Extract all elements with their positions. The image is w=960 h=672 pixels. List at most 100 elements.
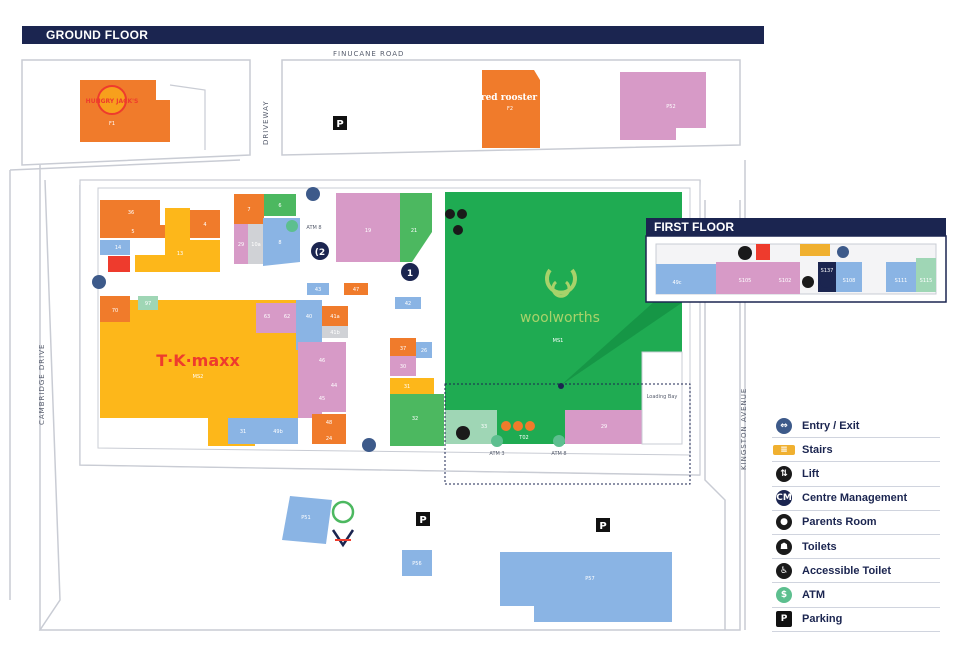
shop-70[interactable] — [100, 296, 130, 322]
shop-63[interactable] — [256, 303, 278, 333]
shop-41b[interactable] — [322, 326, 348, 338]
marker-1[interactable] — [401, 263, 419, 281]
shop-44[interactable] — [322, 378, 346, 392]
shop-31b[interactable] — [390, 378, 434, 394]
shop-31[interactable] — [228, 418, 258, 444]
parking-label-north: P — [336, 119, 343, 130]
shop-p56[interactable] — [402, 550, 432, 576]
shop-40[interactable] — [296, 300, 322, 350]
label-6: 6 — [278, 203, 281, 209]
label-19: 19 — [365, 228, 371, 234]
label-40: 40 — [306, 314, 312, 320]
shop-33[interactable] — [445, 410, 497, 444]
shop-21[interactable] — [400, 193, 432, 262]
label-p51: P51 — [301, 515, 310, 521]
shop-32[interactable] — [390, 394, 444, 446]
label-49b: 49b — [273, 429, 283, 435]
legend-label: Parking — [802, 613, 843, 626]
label-32: 32 — [412, 416, 418, 422]
legend-item-entry-exit: ⇔Entry / Exit — [772, 414, 940, 439]
parking-icon-south-1 — [416, 512, 430, 526]
road-cambridge: CAMBRIDGE DRIVE — [38, 344, 46, 425]
woolworths-dashed-area — [444, 383, 691, 485]
label-p57: P57 — [585, 576, 594, 582]
atm-icon-south — [491, 435, 503, 447]
ff-shop-s115[interactable] — [916, 258, 936, 292]
shop-42[interactable] — [395, 297, 421, 309]
lift-icon-map — [456, 426, 470, 440]
shop-7[interactable] — [234, 194, 264, 224]
label-atm-3: ATM 3 — [489, 451, 504, 457]
marker-2[interactable] — [311, 242, 329, 260]
label-atm-8: ATM 8 — [551, 451, 566, 457]
shop-49b[interactable] — [258, 418, 298, 444]
shop-5[interactable] — [100, 225, 165, 238]
toilets-icon: ☗ — [776, 538, 792, 555]
parents-room-icon-map — [453, 225, 463, 235]
label-30: 30 — [400, 364, 406, 370]
label-43: 43 — [315, 287, 321, 293]
legend-label: Entry / Exit — [802, 419, 860, 432]
shop-41a[interactable] — [322, 306, 348, 326]
shop-14[interactable] — [100, 240, 130, 255]
label-42: 42 — [405, 301, 411, 307]
label-5: 5 — [131, 229, 134, 235]
ff-label-s111: S111 — [895, 278, 908, 284]
shop-13[interactable] — [135, 208, 220, 272]
shop-62[interactable] — [278, 303, 296, 333]
atm-icon-center — [286, 220, 298, 232]
brand-hungry-jacks: HUNGRY JACK'S — [86, 98, 139, 105]
shop-24[interactable] — [312, 430, 346, 444]
shop-26[interactable] — [416, 342, 432, 358]
ff-shop-s111[interactable] — [886, 262, 916, 292]
label-loading-bay: Loading Bay — [647, 394, 678, 400]
shop-12[interactable] — [108, 256, 130, 272]
legend-item-stairs: ≡Stairs — [772, 438, 940, 463]
label-f2: F2 — [507, 106, 513, 112]
entry-icon-south — [362, 438, 376, 452]
shop-37[interactable] — [390, 338, 416, 358]
parents-room-icon: ● — [776, 514, 792, 531]
shop-woolworths[interactable] — [445, 192, 682, 410]
shop-red-rooster[interactable] — [482, 70, 540, 148]
eg-logo — [331, 500, 355, 548]
site-boundary-ne — [281, 59, 741, 156]
legend-item-lift: ⇅Lift — [772, 462, 940, 487]
toilets-icon-map — [457, 209, 467, 219]
ff-stairs[interactable] — [800, 244, 830, 256]
parking-label-south-1: P — [419, 515, 426, 526]
shop-29[interactable] — [234, 224, 248, 264]
ff-shop-s108[interactable] — [836, 262, 862, 292]
shop-36[interactable] — [100, 200, 160, 225]
shop-hungry-jacks[interactable] — [80, 80, 170, 142]
label-62: 62 — [284, 314, 290, 320]
legend-label: ATM — [802, 588, 826, 601]
shop-p52-north[interactable] — [620, 72, 706, 140]
label-45: 45 — [319, 396, 325, 402]
shop-p57[interactable] — [500, 552, 672, 622]
shop-46[interactable] — [298, 342, 346, 378]
label-33: 33 — [481, 424, 487, 430]
shop-6[interactable] — [264, 194, 296, 216]
brand-tkmaxx: T·K·maxx — [156, 351, 240, 370]
accessible-toilet-icon: ♿ — [776, 562, 792, 579]
shop-p51[interactable] — [282, 496, 332, 544]
shop-4[interactable] — [190, 210, 220, 238]
shop-38[interactable] — [565, 410, 642, 444]
shop-19[interactable] — [336, 193, 400, 262]
label-ms1: MS1 — [553, 338, 564, 344]
label-24: 24 — [326, 436, 332, 442]
ff-shop-s102[interactable] — [770, 262, 800, 294]
shop-97[interactable] — [138, 296, 158, 310]
shop-43[interactable] — [307, 283, 329, 295]
shop-10a[interactable] — [248, 224, 263, 264]
parking-icon: P — [776, 611, 792, 628]
label-47: 47 — [353, 287, 359, 293]
shop-30[interactable] — [390, 356, 416, 376]
shop-tkmaxx[interactable] — [100, 300, 298, 446]
shop-48[interactable] — [312, 414, 346, 430]
shop-47[interactable] — [344, 283, 368, 295]
ff-shop-49c[interactable] — [656, 264, 716, 294]
